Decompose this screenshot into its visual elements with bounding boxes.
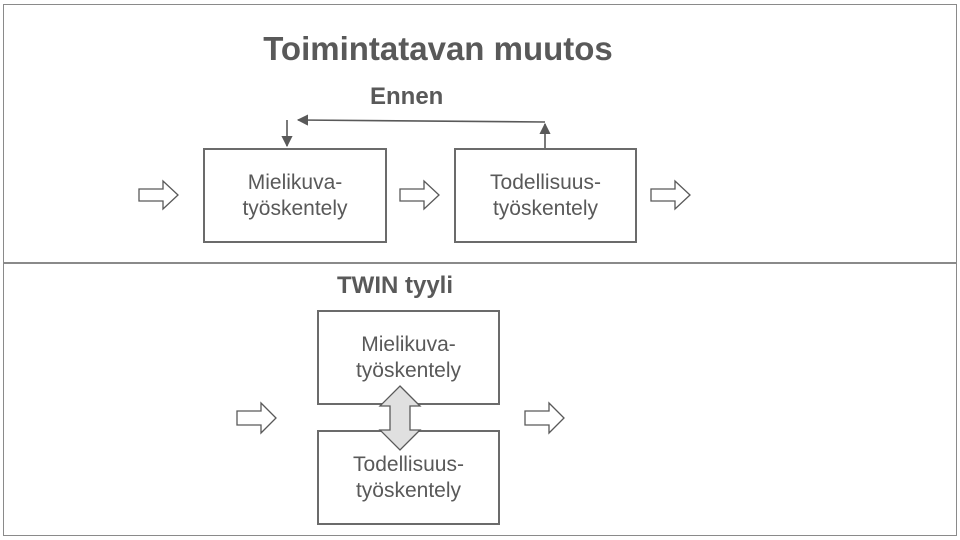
box-label-line: Todellisuus- — [490, 170, 601, 194]
box-label-line: työskentely — [355, 478, 462, 502]
box-label-line: Mielikuva- — [361, 332, 456, 356]
twin-label: TWIN tyyli — [337, 272, 454, 299]
before-reality-work-box: Todellisuus- työskentely — [454, 148, 637, 243]
before-mental-work-box: Mielikuva- työskentely — [203, 148, 387, 243]
box-label-line: työskentely — [355, 358, 462, 382]
box-label-line: työskentely — [492, 196, 599, 220]
box-label-line: Mielikuva- — [247, 170, 343, 194]
twin-mental-work-box: Mielikuva- työskentely — [317, 310, 500, 405]
box-label-line: työskentely — [242, 196, 348, 220]
box-label-line: Todellisuus- — [353, 452, 464, 476]
twin-reality-work-box: Todellisuus- työskentely — [317, 430, 500, 525]
before-label: Ennen — [370, 83, 444, 110]
diagram-title: Toimintatavan muutos — [263, 30, 613, 67]
